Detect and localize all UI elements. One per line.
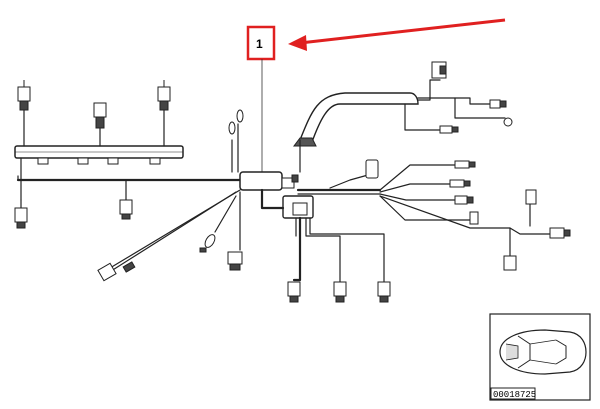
connector-right-3 [454,195,474,205]
sensor-lead-diagonal [97,189,241,282]
connector-small-upper [228,109,244,173]
callout-arrow [288,18,506,51]
right-harness-trunk [296,164,551,235]
connector-lower-center-right [377,281,391,303]
connector-rail-left [17,80,31,111]
inset-id-code: 00018725 [493,390,536,400]
connector-rail-middle [93,102,107,129]
connector-plug-center [329,159,379,189]
car-top-view-icon [499,329,587,375]
callout-label: 1 [256,37,263,51]
air-duct [293,92,419,173]
junction-block [239,171,314,219]
connector-lower-center-mid [333,281,347,303]
connector-right-4 [469,211,479,225]
connector-duct-bottom [404,103,459,134]
callout: 1 [246,18,506,178]
connector-right-2 [449,179,471,188]
connector-right-5 [549,227,571,239]
connector-duct-right [417,97,507,109]
main-trunk [16,175,242,220]
connector-duct-right-lower [454,97,513,127]
lower-branches [292,216,385,283]
callout-box [246,25,276,61]
connector-right-lower [503,227,517,271]
connector-right-small [525,189,537,227]
connector-rail-right [157,80,171,111]
injector-rail [14,109,184,201]
inset-panel: 00018725 [489,313,591,401]
connector-right-1 [454,160,476,169]
connector-lower-mid [227,191,243,271]
sensor-lead-round [199,195,237,253]
connector-lower-left [14,199,28,229]
connector-duct-top [417,61,447,101]
connector-lower-center-left [287,281,301,303]
